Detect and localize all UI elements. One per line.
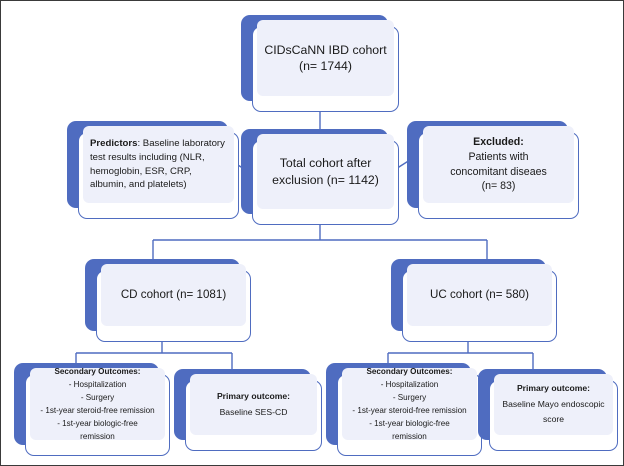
node-content-panel: CIDsCaNN IBD cohort (n= 1744)	[257, 20, 394, 96]
node-total-cohort: Total cohort after exclusion (n= 1142)	[241, 129, 399, 225]
primary-cd-heading: Primary outcome:	[216, 391, 291, 402]
primary-uc-value: Baseline Mayo endoscopic score	[502, 398, 605, 425]
node-content-panel: Primary outcome: Baseline Mayo endoscopi…	[494, 374, 613, 435]
node-cd-cohort: CD cohort (n= 1081)	[85, 259, 251, 342]
excluded-heading: Excluded:	[473, 135, 524, 148]
node-content-panel: Secondary Outcomes: - Hospitalization - …	[30, 366, 165, 442]
secondary-uc-item4: - 1st-year biologic-free	[369, 419, 450, 429]
secondary-uc-item2: - Surgery	[392, 392, 427, 402]
top-cohort-line2: (n= 1744)	[299, 59, 352, 73]
node-content-panel: Excluded: Patients with concomitant dise…	[423, 126, 574, 203]
cd-cohort-label: CD cohort (n= 1081)	[120, 288, 227, 302]
primary-uc-heading: Primary outcome:	[516, 383, 591, 394]
uc-cohort-label: UC cohort (n= 580)	[430, 288, 529, 302]
node-content-panel: CD cohort (n= 1081)	[101, 264, 246, 326]
predictors-text: Predictors: Baseline laboratory test res…	[90, 137, 227, 191]
secondary-uc-item1: - Hospitalization	[380, 379, 439, 389]
node-secondary-outcomes-cd: Secondary Outcomes: - Hospitalization - …	[14, 363, 170, 456]
top-cohort-line1: CIDsCaNN IBD cohort	[264, 42, 387, 57]
secondary-cd-heading: Secondary Outcomes:	[54, 366, 141, 376]
excluded-line2: concomitant diseaes	[450, 165, 547, 178]
node-uc-cohort: UC cohort (n= 580)	[391, 259, 557, 342]
node-content-panel: Predictors: Baseline laboratory test res…	[83, 126, 234, 203]
excluded-line3: (n= 83)	[481, 180, 516, 193]
primary-cd-value: Baseline SES-CD	[219, 406, 288, 417]
node-top-cohort: CIDsCaNN IBD cohort (n= 1744)	[241, 15, 399, 112]
secondary-cd-item1: - Hospitalization	[68, 379, 127, 389]
node-content-panel: Secondary Outcomes: - Hospitalization - …	[342, 366, 477, 442]
total-cohort-line2: exclusion (n= 1142)	[272, 172, 379, 187]
secondary-uc-heading: Secondary Outcomes:	[366, 366, 453, 376]
secondary-uc-item3: - 1st-year steroid-free remission	[352, 406, 467, 415]
node-excluded: Excluded: Patients with concomitant dise…	[407, 121, 579, 219]
node-predictors: Predictors: Baseline laboratory test res…	[67, 121, 239, 219]
secondary-uc-item4b: remission	[392, 432, 427, 442]
node-primary-outcome-cd: Primary outcome: Baseline SES-CD	[174, 369, 322, 451]
node-content-panel: UC cohort (n= 580)	[407, 264, 552, 326]
total-cohort-line1: Total cohort after	[279, 156, 372, 171]
node-content-panel: Primary outcome: Baseline SES-CD	[190, 374, 317, 435]
excluded-line1: Patients with	[468, 150, 529, 163]
predictors-body: : Baseline laboratory test results inclu…	[90, 138, 225, 191]
node-primary-outcome-uc: Primary outcome: Baseline Mayo endoscopi…	[478, 369, 618, 451]
secondary-cd-item4: - 1st-year biologic-free	[57, 419, 138, 429]
node-secondary-outcomes-uc: Secondary Outcomes: - Hospitalization - …	[326, 363, 482, 456]
secondary-cd-item2: - Surgery	[80, 392, 115, 402]
secondary-cd-item3: - 1st-year steroid-free remission	[40, 406, 155, 415]
node-content-panel: Total cohort after exclusion (n= 1142)	[257, 134, 394, 209]
predictors-label: Predictors	[90, 138, 138, 150]
secondary-cd-item4b: remission	[80, 432, 115, 442]
